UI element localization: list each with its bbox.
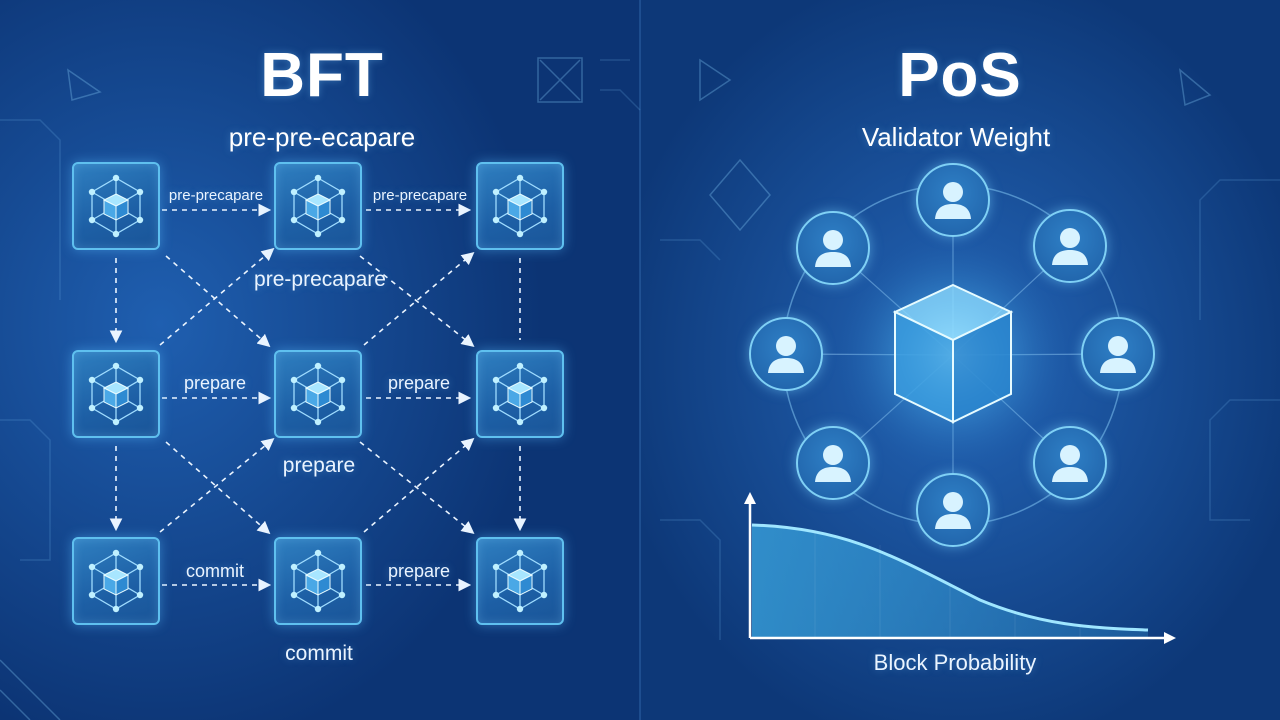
node-r2-c3 [476,350,564,438]
probability-area [752,525,1148,638]
y-axis-arrow-icon [744,492,756,504]
label-mid-1: pre-precapare [254,268,386,291]
pos-title: PoS [898,41,1022,110]
person-icon [1100,336,1136,373]
stake-cube-icon [892,283,1014,424]
label-r3-b: prepare [387,561,451,581]
network-cube-icon [290,174,346,238]
node-r2-c2 [274,350,362,438]
validator-avatar-bottom [916,473,990,547]
network-cube-icon [492,362,548,426]
node-r1-c1 [72,162,160,250]
node-r3-c3 [476,537,564,625]
node-r3-c2 [274,537,362,625]
node-r2-c1 [72,350,160,438]
network-cube-icon [492,174,548,238]
validator-avatar-top [916,163,990,237]
label-r1-a: pre-precapare [168,187,264,204]
x-axis-arrow-icon [1164,632,1176,644]
person-icon [935,492,971,529]
label-r2-b: prepare [387,373,451,393]
pos-subtitle: Validator Weight [861,122,1051,152]
network-cube-icon [88,362,144,426]
validator-avatar-lower-right [1033,426,1107,500]
probability-curve [751,523,1149,632]
validator-avatar-lower-left [796,426,870,500]
label-mid-2: prepare [282,454,356,477]
network-cube-icon [492,549,548,613]
label-r3-a: commit [186,561,244,581]
node-r3-c1 [72,537,160,625]
person-icon [1052,445,1088,482]
network-cube-icon [290,549,346,613]
label-r1-b: pre-precapare [372,187,468,204]
network-cube-icon [290,362,346,426]
validator-avatar-upper-right [1033,209,1107,283]
node-r1-c3 [476,162,564,250]
bft-subtitle: pre-pre-ecapare [228,122,416,152]
person-icon [768,336,804,373]
label-r2-a: prepare [183,373,247,393]
person-icon [935,182,971,219]
validator-avatar-upper-left [796,211,870,285]
validator-avatar-left [749,317,823,391]
validator-avatar-right [1081,317,1155,391]
bft-title: BFT [260,41,384,110]
person-icon [815,230,851,267]
network-cube-icon [88,549,144,613]
network-cube-icon [88,174,144,238]
label-bottom: commit [285,642,353,665]
person-icon [815,445,851,482]
node-r1-c2 [274,162,362,250]
person-icon [1052,228,1088,265]
pos-xlabel: Block Probability [873,650,1037,675]
